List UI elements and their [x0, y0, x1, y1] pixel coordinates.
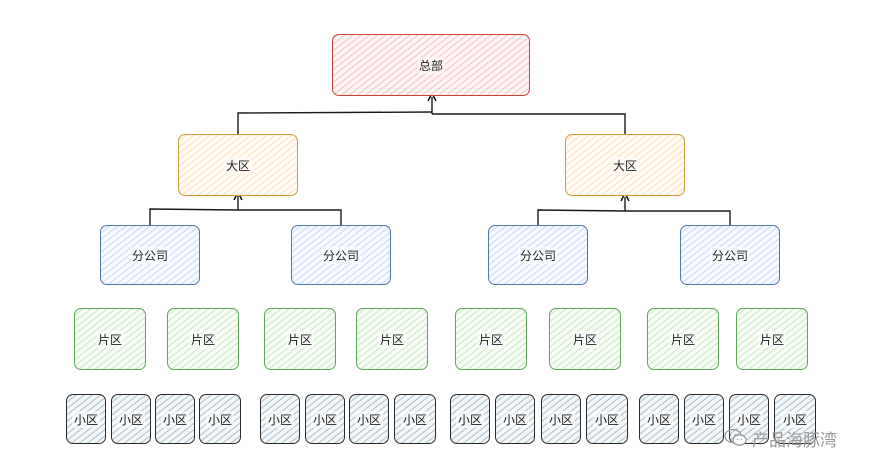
zone-node-2[interactable]: 片区 [167, 308, 239, 370]
area-node-6[interactable]: 小区 [305, 394, 345, 444]
branch-node-2[interactable]: 分公司 [291, 225, 391, 285]
zone-label: 片区 [188, 330, 217, 348]
branch-label: 分公司 [129, 246, 170, 264]
area-label: 小区 [689, 410, 718, 428]
connector-region-left-branch-2 [238, 209, 342, 225]
zone-node-4[interactable]: 片区 [356, 308, 428, 370]
area-label: 小区 [400, 410, 429, 428]
area-label: 小区 [354, 410, 383, 428]
wechat-icon [724, 428, 747, 446]
branch-label: 分公司 [517, 246, 558, 264]
zone-label: 片区 [570, 330, 599, 348]
area-node-11[interactable]: 小区 [541, 394, 581, 444]
area-node-1[interactable]: 小区 [66, 394, 106, 444]
connector-region-left-branch-1 [149, 208, 239, 225]
branch-node-3[interactable]: 分公司 [488, 225, 588, 285]
region-node-1[interactable]: 大区 [178, 134, 298, 196]
branch-node-1[interactable]: 分公司 [100, 225, 200, 285]
area-label: 小区 [160, 410, 189, 428]
zone-node-1[interactable]: 片区 [74, 308, 146, 370]
zone-label: 片区 [377, 330, 406, 348]
area-label: 小区 [455, 410, 484, 428]
area-node-16[interactable]: 小区 [774, 394, 816, 444]
area-node-2[interactable]: 小区 [111, 394, 151, 444]
connector-hq-region-left [237, 111, 433, 134]
headquarters-node[interactable]: 总部 [332, 34, 530, 96]
area-node-7[interactable]: 小区 [349, 394, 389, 444]
connector-hq-region-right [432, 113, 626, 134]
area-node-10[interactable]: 小区 [495, 394, 535, 444]
watermark-text: 产品海豚湾 [752, 430, 837, 451]
area-label: 小区 [592, 410, 621, 428]
area-label: 小区 [500, 410, 529, 428]
connector-region-right-branch-3 [537, 209, 626, 225]
branch-label: 分公司 [709, 246, 750, 264]
zone-label: 片区 [668, 330, 697, 348]
watermark: 产品海豚湾 [724, 425, 837, 451]
zone-node-8[interactable]: 片区 [736, 308, 808, 370]
zone-label: 片区 [285, 330, 314, 348]
region-label: 大区 [610, 156, 639, 174]
zone-label: 片区 [757, 330, 786, 348]
headquarters-label: 总部 [416, 56, 445, 74]
area-label: 小区 [780, 410, 809, 428]
area-label: 小区 [205, 410, 234, 428]
area-node-13[interactable]: 小区 [639, 394, 679, 444]
region-node-2[interactable]: 大区 [565, 134, 685, 196]
zone-node-6[interactable]: 片区 [549, 308, 621, 370]
area-node-4[interactable]: 小区 [199, 394, 241, 444]
area-node-12[interactable]: 小区 [586, 394, 628, 444]
area-label: 小区 [265, 410, 294, 428]
zone-node-7[interactable]: 片区 [647, 308, 719, 370]
area-node-5[interactable]: 小区 [260, 394, 300, 444]
area-label: 小区 [310, 410, 339, 428]
area-label: 小区 [116, 410, 145, 428]
region-label: 大区 [223, 156, 252, 174]
branch-label: 分公司 [320, 246, 361, 264]
area-label: 小区 [734, 410, 763, 428]
zone-label: 片区 [476, 330, 505, 348]
zone-node-3[interactable]: 片区 [264, 308, 336, 370]
area-label: 小区 [71, 410, 100, 428]
area-label: 小区 [546, 410, 575, 428]
area-node-9[interactable]: 小区 [450, 394, 490, 444]
zone-label: 片区 [95, 330, 124, 348]
area-label: 小区 [644, 410, 673, 428]
connector-region-right-branch-4 [625, 210, 731, 225]
branch-node-4[interactable]: 分公司 [680, 225, 780, 285]
area-node-8[interactable]: 小区 [394, 394, 436, 444]
area-node-14[interactable]: 小区 [684, 394, 724, 444]
area-node-3[interactable]: 小区 [155, 394, 195, 444]
zone-node-5[interactable]: 片区 [455, 308, 527, 370]
